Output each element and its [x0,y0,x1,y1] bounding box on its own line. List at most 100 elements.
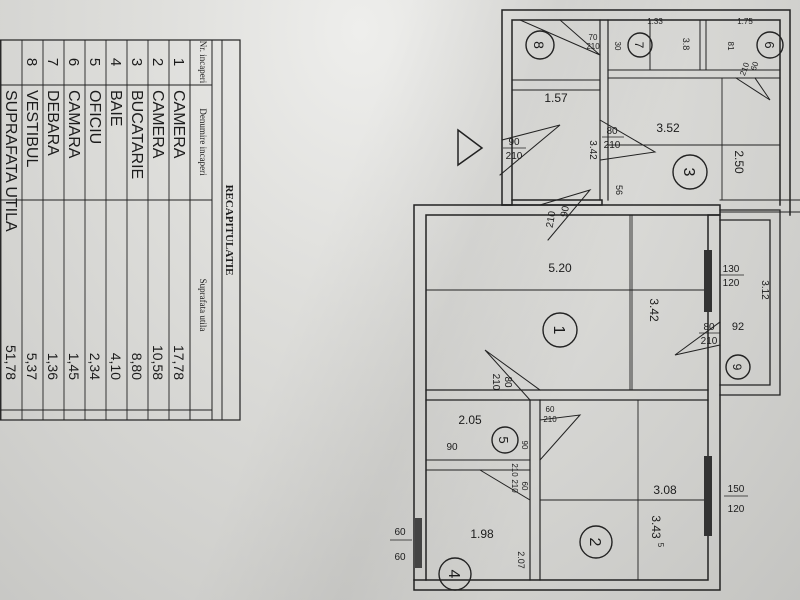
dim-label: 3.8 [681,38,691,51]
outer-wall [413,214,721,591]
table-title: RECAPITULATIE [223,185,235,276]
table-cell: 51,78 [3,345,19,380]
table-row-lines [0,40,170,420]
dim-label: 1.57 [544,91,568,105]
table-cell: 5 [86,58,103,66]
table-cell: 7 [44,58,61,66]
internal-wall [607,69,781,79]
dim-label: 2.05 [458,413,482,427]
room-circle-5 [491,426,519,454]
dimension-labels: 5.20 3.42 3.08 3.43 5 3.52 2.50 1.57 3.4… [458,17,770,569]
door-width: 60 [520,482,529,491]
internal-wall [649,19,707,71]
dim-label: 3.12 [759,280,770,300]
dim-label: 2.07 [516,551,526,569]
room-number: 3 [680,168,697,177]
door-width: 80 [703,322,715,333]
door-swing [539,189,592,241]
dim-label: 30 [613,42,622,51]
room-number: 6 [762,41,777,48]
table-cell: 1,36 [45,353,61,380]
dim-label: 2.50 [732,150,746,174]
window [415,518,422,568]
window-width: 130 [723,264,740,275]
door-width: 70 [589,33,598,42]
dim-label: 92 [732,321,744,333]
door-height: 210 [586,42,600,51]
window-width: 150 [728,484,745,495]
internal-wall [599,19,609,201]
room-circle-6 [756,31,784,59]
table-cell: CAMERA [149,90,166,159]
table-cell: 4,10 [108,353,124,380]
door-swing [499,124,561,176]
door-swing [484,349,541,401]
table-cell: 1,45 [66,353,82,380]
door-height: 210 [545,210,559,229]
table-border [0,39,241,421]
door-swing [519,19,601,56]
door-height: 210 [543,415,557,424]
annex-wall [719,199,800,213]
door-width: 90 [520,441,529,450]
table-rows: 1CAMERA17,782CAMERA10,583BUCATARIE8,804B… [2,58,187,380]
dim-label: 81 [726,42,735,51]
table-cell: 8 [23,58,40,66]
dim-label: 3.43 [649,515,663,539]
table-cell: 1 [170,58,187,66]
door-swing [735,77,771,101]
room-circle-2 [579,525,613,559]
table-cell: 2 [149,58,166,66]
dim-label: 1.75 [737,17,753,26]
door-width: 90 [446,442,458,453]
header-name: Denumire incaperi [198,108,208,176]
room-circle-3 [672,154,708,190]
door-height: 210 [738,61,751,77]
table-cell: 17,78 [171,345,187,380]
door-labels: 90 210 80 210 90 210 80 210 80 210 60 21… [446,33,760,493]
table-cell: 5,37 [24,353,40,380]
dim-label: 5 [656,543,665,548]
table-cell: BUCATARIE [128,90,145,179]
table-cell: BAIE [107,90,124,126]
window [704,250,712,312]
door-height: 210 [701,336,718,347]
room-markers [438,30,784,591]
dim-label: 56 [614,185,624,195]
dim-label: 5.20 [548,261,572,275]
room-circle-9 [725,354,751,380]
dim-label: 3.52 [656,121,680,135]
door-height: 210 [604,140,621,151]
header-nr: Nr. incaperi [198,41,208,84]
window-height: 60 [394,552,406,563]
door-swing [599,119,657,161]
door-width: 80 [606,126,618,137]
door-swing [479,459,531,501]
door-height: 210 [510,463,519,477]
table-cell: 3 [128,58,145,66]
table-cell: SUPRAFATA UTILA [2,90,19,232]
window-height: 120 [723,278,740,289]
table-cell: OFICIU [86,90,103,144]
room-circle-8 [525,30,555,60]
window-width: 60 [394,527,406,538]
door-height: 210 [490,374,501,391]
table-cell: CAMARA [65,90,82,159]
internal-line [629,214,633,391]
room-number: 4 [445,570,462,579]
recap-table: RECAPITULATIE Nr. incaperi Denumire inca… [0,39,241,421]
table-cell: 4 [107,58,124,66]
door-width: 60 [749,60,761,72]
room-number: 8 [531,41,547,49]
annex-wall [719,209,781,396]
table-cell: DEBARA [44,90,61,156]
dim-label: 3.08 [653,483,677,497]
door-width: 60 [546,405,555,414]
door-swing [539,414,582,461]
room-number: 1 [550,326,567,335]
room-circle-4 [438,557,472,591]
window-labels: 130 120 150 120 60 60 [390,264,748,563]
room-circle-7 [627,32,653,58]
dim-label: 1.98 [470,527,494,541]
